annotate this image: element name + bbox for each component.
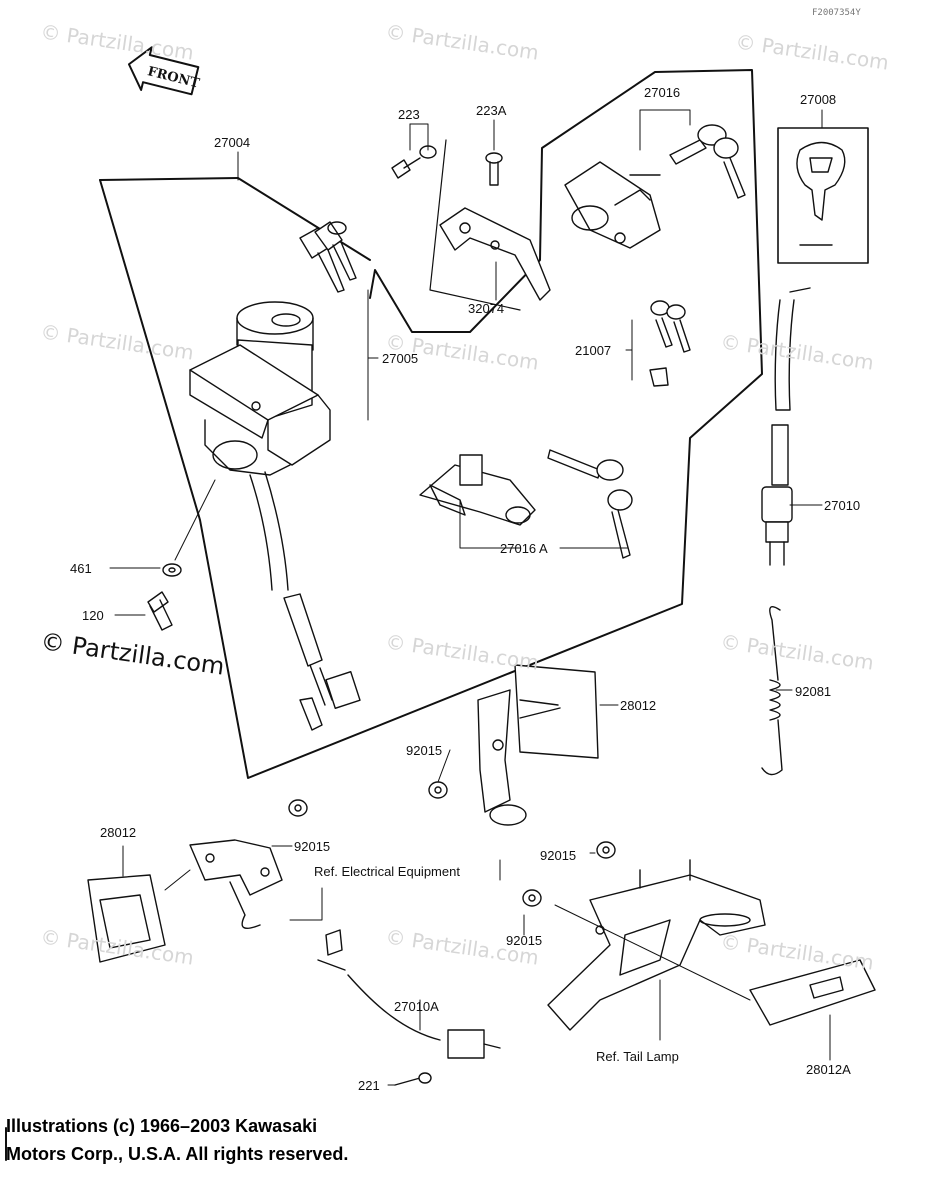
- leader-lines: [109, 109, 831, 1086]
- switch-27010A: [317, 929, 501, 1059]
- callout-21007: 21007: [575, 343, 612, 358]
- bracket-subgroup-outline: [429, 139, 521, 311]
- ignition-switch-27005: [189, 301, 331, 476]
- callout-120: 120: [82, 608, 104, 623]
- bracket-32074: [439, 207, 551, 301]
- callout-27010: 27010: [824, 498, 861, 513]
- callout-27016A: 27016 A: [500, 541, 548, 556]
- callout-92015-mid: 92015: [406, 743, 443, 758]
- washer-461: [162, 563, 182, 577]
- copyright-line-1: Illustrations (c) 1966–2003 Kawasaki: [6, 1116, 318, 1136]
- callout-27008: 27008: [800, 92, 837, 107]
- screw-223: [391, 145, 437, 179]
- nut-92015-right: [596, 841, 616, 859]
- reflector-28012-right: [514, 664, 599, 759]
- keys-27005: [299, 221, 357, 293]
- callout-27005: 27005: [382, 351, 419, 366]
- callout-28012A: 28012A: [806, 1062, 851, 1077]
- copyright-line-2: Motors Corp., U.S.A. All rights reserved…: [6, 1144, 349, 1164]
- ignition-cable: [249, 471, 361, 731]
- lock-27016A: [419, 454, 536, 526]
- callout-92015-right: 92015: [540, 848, 577, 863]
- reference-code: F2007354Y: [812, 8, 861, 18]
- callout-92015-left: 92015: [294, 839, 331, 854]
- screw-223A: [485, 152, 503, 186]
- callout-92081: 92081: [795, 684, 832, 699]
- leader-461: [174, 479, 216, 561]
- bracket-left: [189, 839, 283, 929]
- callout-92015-low: 92015: [506, 933, 543, 948]
- reflector-28012-left: [87, 874, 166, 963]
- callout-28012-left: 28012: [100, 825, 137, 840]
- tail-lamp-bracket: [547, 859, 766, 1031]
- screw-221: [394, 1072, 432, 1086]
- callout-32074: 32074: [468, 301, 505, 316]
- callout-461: 461: [70, 561, 92, 576]
- callout-223A: 223A: [476, 103, 507, 118]
- callout-28012-right: 28012: [620, 698, 657, 713]
- nut-92015-mid: [428, 781, 448, 799]
- bracket-92015-mid: [477, 689, 561, 826]
- keys-27016: [669, 124, 746, 199]
- ref-electrical-equipment: Ref. Electrical Equipment: [314, 864, 460, 879]
- callout-27004: 27004: [214, 135, 251, 150]
- callout-27010A: 27010A: [394, 999, 439, 1014]
- lock-27016: [564, 161, 661, 249]
- bolt-120: [147, 591, 173, 631]
- spring-92081: [761, 606, 783, 776]
- callout-223: 223: [398, 107, 420, 122]
- key-27008: [777, 127, 869, 264]
- nut-92015-low: [522, 889, 542, 907]
- group-boundary-27004: [99, 69, 763, 779]
- reflector-28012A: [749, 959, 876, 1026]
- callout-27016: 27016: [644, 85, 681, 100]
- keys-27016A: [547, 449, 633, 559]
- callout-221: 221: [358, 1078, 380, 1093]
- keys-21007: [649, 300, 691, 387]
- copyright-notice: Illustrations (c) 1966–2003 Kawasaki Mot…: [6, 1112, 348, 1168]
- nut-92015-left: [288, 799, 308, 817]
- ref-tail-lamp: Ref. Tail Lamp: [596, 1049, 679, 1064]
- switch-27010: [761, 287, 811, 566]
